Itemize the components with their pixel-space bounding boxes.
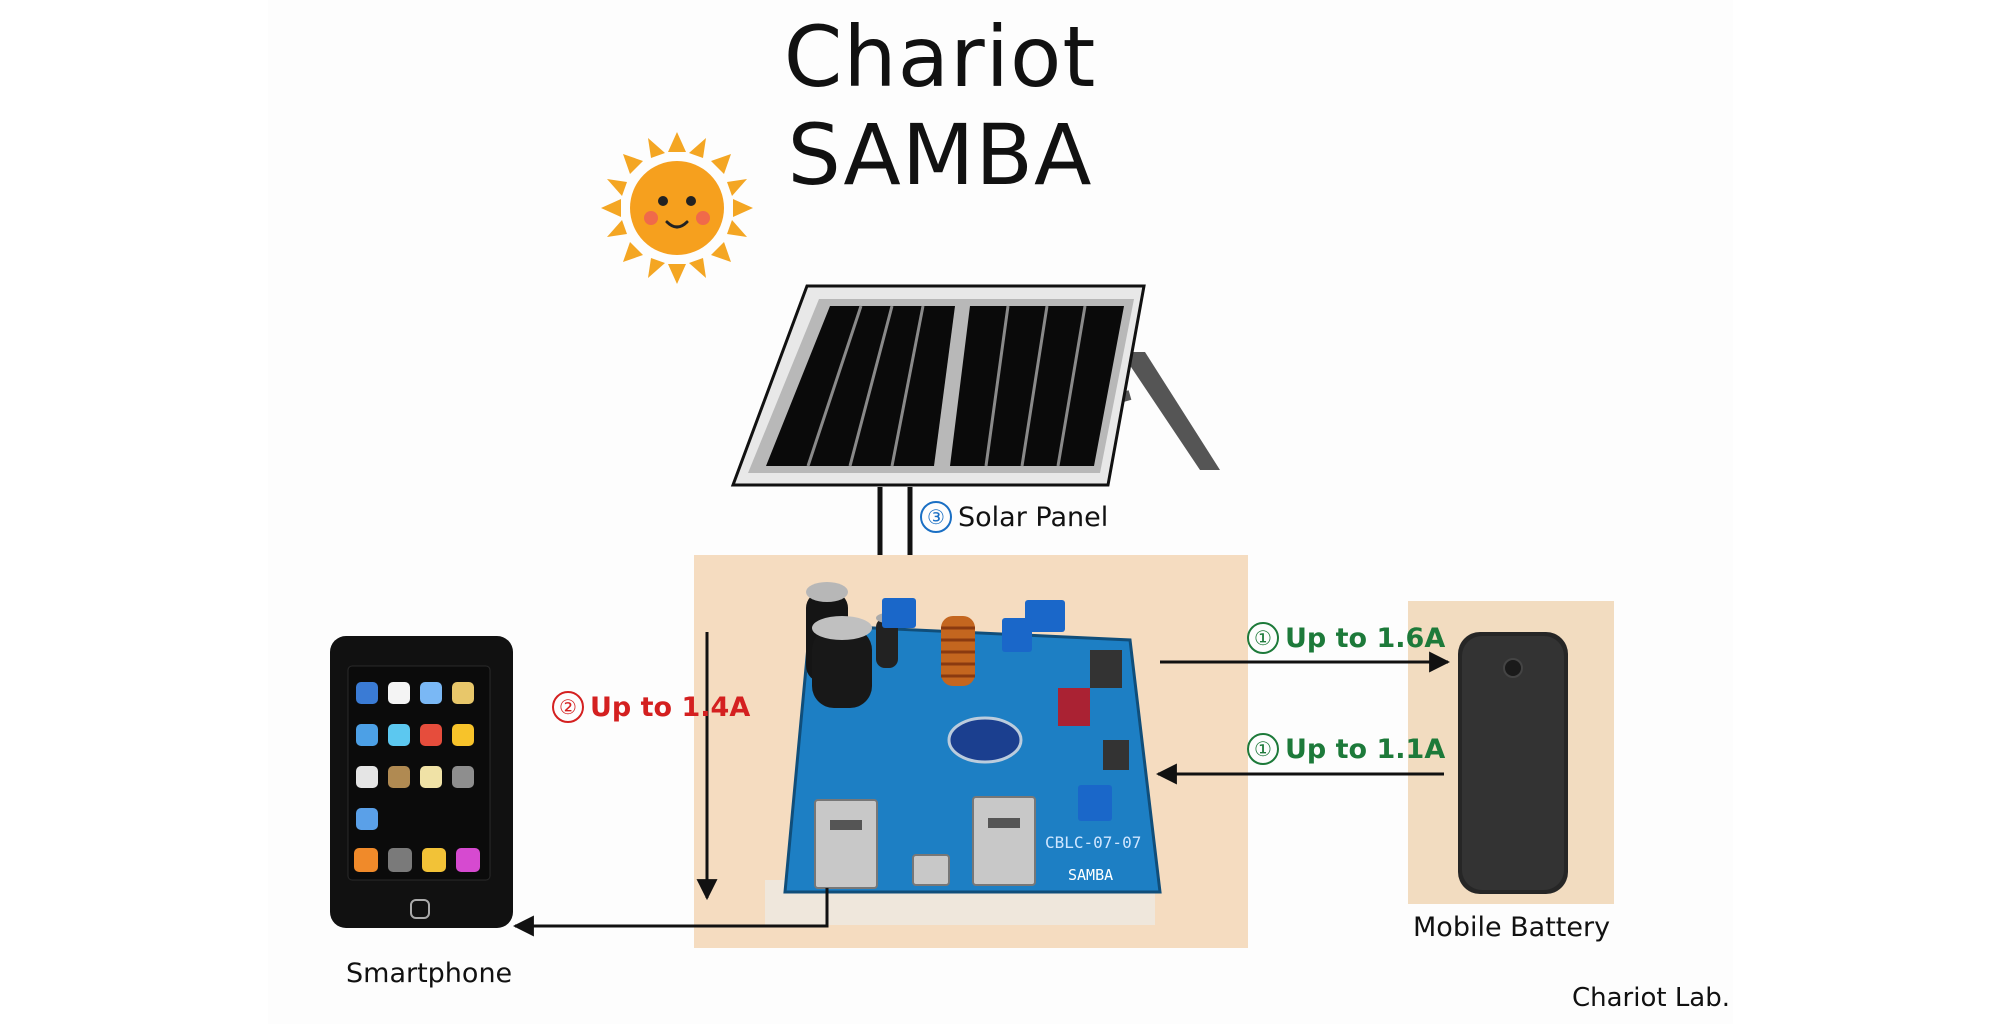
inductor-icon: [941, 616, 975, 686]
flow-text: Up to 1.1A: [1285, 734, 1446, 765]
controller-board: CBLC-07-07 SAMBA: [694, 555, 1248, 948]
mobile-battery-label: Mobile Battery: [1413, 912, 1611, 943]
solar-panel-icon: [730, 284, 1220, 605]
board-silkscreen-name: SAMBA: [1068, 866, 1113, 884]
page-title: Chariot SAMBA: [783, 8, 1097, 204]
flow-text: Up to 1.6A: [1285, 623, 1446, 654]
credit-label: Chariot Lab.: [1571, 983, 1730, 1013]
board-silkscreen-code: CBLC-07-07: [1045, 833, 1141, 852]
capacitor-icon: [806, 582, 898, 708]
flow-number: ①: [1247, 733, 1279, 765]
sun-icon: [601, 132, 753, 284]
smartphone-icon: [330, 636, 513, 928]
smartphone-label: Smartphone: [346, 958, 513, 989]
arrow-to-smartphone: [512, 632, 829, 937]
solar-panel-text: Solar Panel: [958, 502, 1109, 533]
flow-number: ②: [552, 691, 584, 723]
flow-text: Up to 1.4A: [590, 692, 751, 723]
flow-number: ①: [1247, 622, 1279, 654]
solar-panel-number: ③: [920, 501, 952, 533]
terminal-block-icon: [882, 598, 1112, 821]
